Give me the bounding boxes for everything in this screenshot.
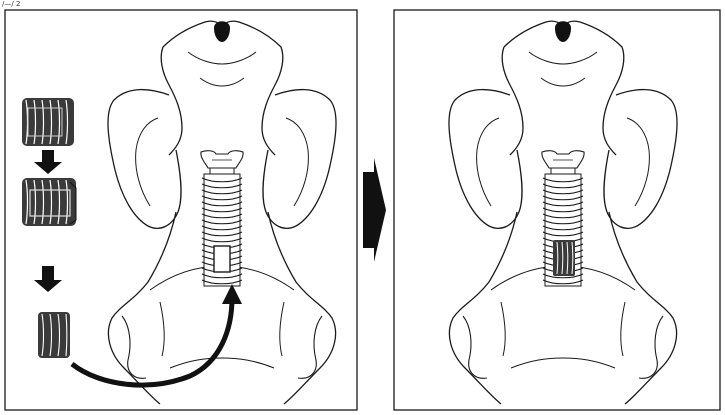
excision-window bbox=[214, 246, 230, 272]
left-trachea bbox=[202, 174, 242, 286]
right-trachea bbox=[543, 174, 583, 286]
graft-patch bbox=[38, 312, 70, 358]
graft-segment-whole bbox=[22, 98, 74, 146]
graft-segment-opened bbox=[22, 178, 76, 226]
right-arrow-icon bbox=[363, 158, 386, 262]
implanted-graft bbox=[553, 240, 575, 276]
